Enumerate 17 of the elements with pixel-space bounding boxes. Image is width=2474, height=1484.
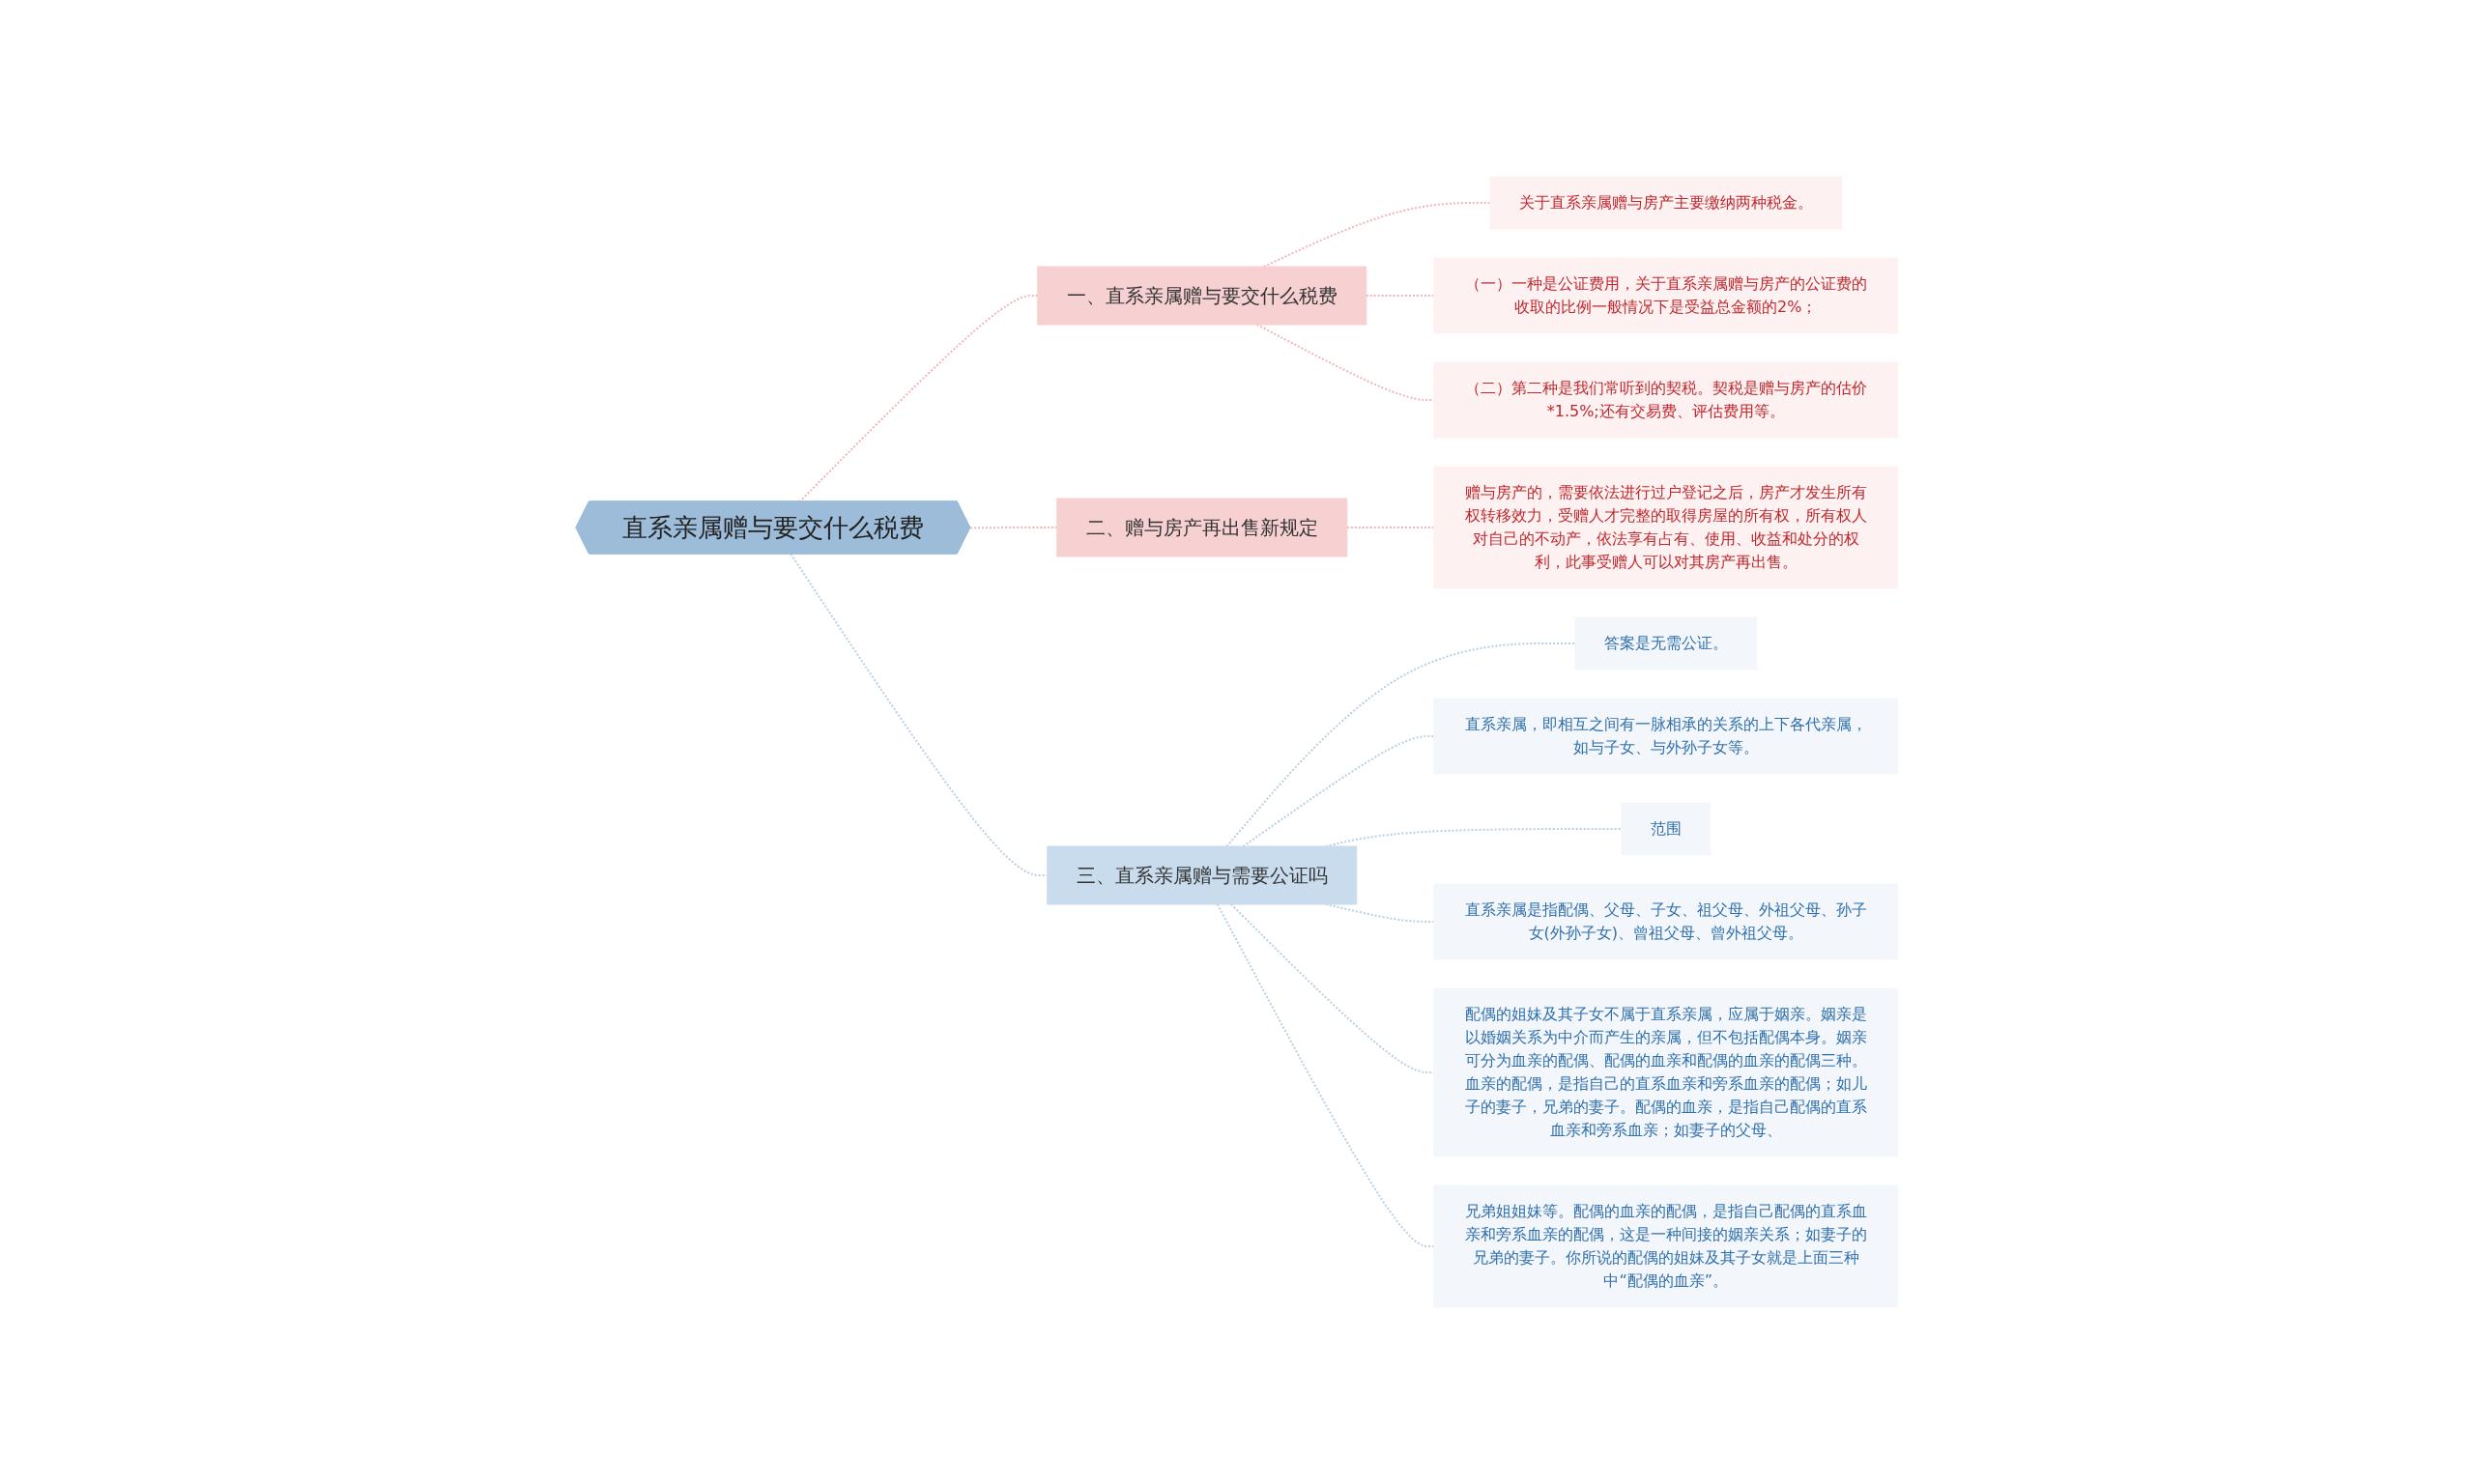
node-box: 直系亲属，即相互之间有一脉相承的关系的上下各代亲属，如与子女、与外孙子女等。: [1433, 698, 1899, 775]
connector: [1365, 295, 1435, 297]
node-box: 一、直系亲属赠与要交什么税费: [1037, 266, 1367, 326]
connector: [1216, 903, 1435, 1247]
node-box: 答案是无需公证。: [1574, 616, 1758, 671]
connector: [1230, 903, 1435, 1073]
node-box: 二、赠与房产再出售新规定: [1056, 498, 1348, 557]
node-box: 直系亲属是指配偶、父母、子女、祖父母、外祖父母、孙子女(外孙子女)、曾祖父母、曾外祖父母。: [1433, 883, 1899, 960]
node-box: 三、直系亲属赠与需要公证吗: [1047, 845, 1358, 905]
node-box: （一）一种是公证费用，关于直系亲属赠与房产的公证费的收取的比例一般情况下是受益总金额的2%；: [1433, 257, 1899, 334]
node-box: 兄弟姐姐妹等。配偶的血亲的配偶，是指自己配偶的直系血亲和旁系血亲的配偶，这是一种间接的姻亲关系；如妻子的兄弟的妻子。你所说的配偶的姐妹及其子女就是上面三种中“配偶的血亲”。: [1433, 1184, 1899, 1308]
node-box: 关于直系亲属赠与房产主要缴纳两种税金。: [1489, 176, 1843, 230]
connector: [1242, 735, 1435, 847]
node-box: 范围: [1621, 802, 1712, 856]
node-box: 赠与房产的，需要依法进行过户登记之后，房产才发生所有权转移效力，受赠人才完整的取得房屋的所有权，所有权人对自己的不动产，依法享有占有、使用、收益和处分的权利，此事受赠人可以对其房产再出售。: [1433, 466, 1899, 589]
connector: [1345, 527, 1435, 528]
connector: [1225, 642, 1576, 847]
